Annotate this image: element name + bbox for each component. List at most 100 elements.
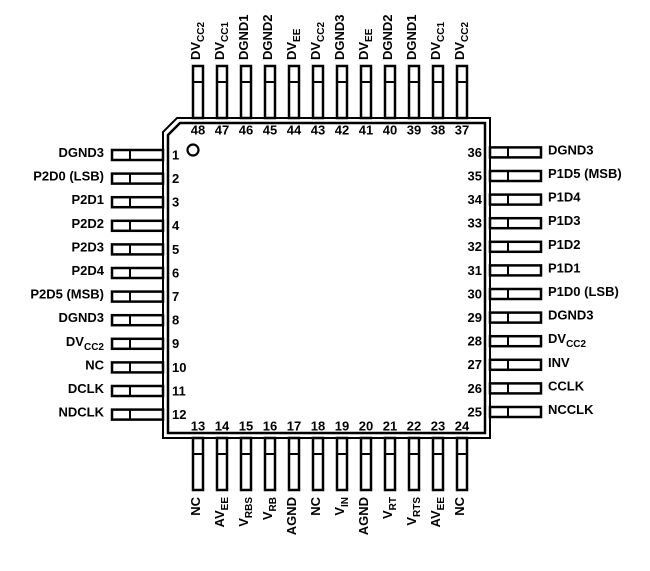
pin-43-number: 43 bbox=[311, 122, 325, 137]
pin-31-lead bbox=[488, 264, 543, 277]
pin-16-lead bbox=[263, 436, 277, 492]
pin-22-number: 22 bbox=[407, 418, 421, 433]
pin-21-name: VRT bbox=[380, 497, 398, 519]
pin-4-lead bbox=[110, 219, 165, 233]
pin-6-lead bbox=[110, 266, 165, 280]
pin1-marker-dot bbox=[186, 143, 200, 157]
pin-13-name: NC bbox=[188, 496, 203, 515]
pin-45-lead bbox=[263, 64, 277, 120]
pin-9-name: DVCC2 bbox=[66, 334, 105, 352]
pin-10-name: NC bbox=[85, 358, 104, 373]
pin-9-number: 9 bbox=[172, 336, 179, 351]
pin-3-number: 3 bbox=[172, 195, 179, 210]
pin-27-lead bbox=[488, 358, 543, 372]
pin-12-lead bbox=[110, 408, 165, 421]
pin-40-lead bbox=[383, 64, 397, 120]
pin-25-lead bbox=[488, 405, 543, 419]
pin-19-number: 19 bbox=[335, 418, 349, 433]
pin-33-name: P1D3 bbox=[548, 214, 581, 229]
pin-16-name: VRB bbox=[260, 497, 278, 520]
pin-33-lead bbox=[488, 216, 543, 230]
pin-46-number: 46 bbox=[239, 122, 253, 137]
pin-35-lead bbox=[488, 169, 543, 183]
pin-21-number: 21 bbox=[383, 418, 397, 433]
pin-6-name: P2D4 bbox=[71, 263, 104, 278]
pin-36-number: 36 bbox=[468, 145, 482, 160]
pin-7-number: 7 bbox=[172, 289, 179, 304]
pin-48-name: DVCC2 bbox=[188, 21, 206, 60]
pin-19-name: VIN bbox=[332, 497, 350, 516]
pin-2-number: 2 bbox=[172, 171, 179, 186]
pin-23-number: 23 bbox=[431, 418, 445, 433]
pin-32-lead bbox=[488, 240, 543, 254]
pins-bottom: NC13AVEE14VRBS15VRB16AGND17NC18VIN19AGND… bbox=[188, 418, 470, 535]
pin-40-name: DGND2 bbox=[380, 14, 395, 60]
pin-1-number: 1 bbox=[172, 147, 179, 162]
pin-29-name: DGND3 bbox=[548, 308, 594, 323]
pin-19-lead bbox=[335, 436, 349, 492]
pin-35-name: P1D5 (MSB) bbox=[548, 166, 622, 181]
pin-11-number: 11 bbox=[172, 383, 186, 398]
pin-11-lead bbox=[110, 384, 165, 398]
pin-20-number: 20 bbox=[359, 418, 373, 433]
pin-39-name: DGND1 bbox=[404, 14, 419, 60]
pin-20-lead bbox=[359, 436, 373, 492]
pin-30-lead bbox=[488, 287, 543, 301]
pin-37-name: DVCC2 bbox=[452, 21, 470, 60]
pin-22-name: VRTS bbox=[404, 497, 422, 526]
pin-40-number: 40 bbox=[383, 122, 397, 137]
pin-1-lead bbox=[110, 148, 165, 162]
pin-34-lead bbox=[488, 193, 543, 206]
pin-7-name: P2D5 (MSB) bbox=[30, 287, 104, 302]
pin-42-lead bbox=[335, 64, 349, 120]
pin-27-number: 27 bbox=[468, 357, 482, 372]
pin-42-name: DGND3 bbox=[332, 14, 347, 60]
pin-45-number: 45 bbox=[263, 122, 277, 137]
pin-5-name: P2D3 bbox=[71, 240, 104, 255]
pin-22-lead bbox=[407, 436, 421, 492]
pin-32-name: P1D2 bbox=[548, 237, 581, 252]
pin-32-number: 32 bbox=[468, 239, 482, 254]
pin-14-number: 14 bbox=[215, 418, 230, 433]
pin-2-name: P2D0 (LSB) bbox=[33, 169, 104, 184]
pin-5-lead bbox=[110, 243, 165, 256]
pin-42-number: 42 bbox=[335, 122, 349, 137]
pin-44-name: DVEE bbox=[284, 28, 302, 60]
pin-38-name: DVCC1 bbox=[428, 21, 446, 60]
pin-17-lead bbox=[287, 436, 301, 492]
pin-31-name: P1D1 bbox=[548, 261, 581, 276]
pin-9-lead bbox=[110, 337, 165, 351]
pin-30-number: 30 bbox=[468, 286, 482, 301]
pin-1-name: DGND3 bbox=[58, 145, 104, 160]
pin-15-number: 15 bbox=[239, 418, 253, 433]
pin-36-lead bbox=[488, 146, 543, 159]
pin-23-name: AVEE bbox=[428, 497, 446, 528]
pin-26-number: 26 bbox=[468, 381, 482, 396]
pin-34-number: 34 bbox=[468, 192, 483, 207]
pin-41-lead bbox=[359, 64, 373, 120]
pin-18-name: NC bbox=[308, 496, 323, 515]
pin-43-lead bbox=[311, 64, 325, 120]
pin-21-lead bbox=[383, 436, 397, 492]
pin-44-number: 44 bbox=[287, 122, 302, 137]
pin-8-name: DGND3 bbox=[58, 311, 104, 326]
pin-7-lead bbox=[110, 290, 165, 303]
pin-2-lead bbox=[110, 172, 165, 185]
pin-18-lead bbox=[311, 436, 325, 492]
pin-10-lead bbox=[110, 361, 165, 374]
pin-46-name: DGND1 bbox=[236, 14, 251, 60]
chip-body bbox=[162, 117, 491, 439]
pin-17-name: AGND bbox=[284, 497, 299, 535]
pin-30-name: P1D0 (LSB) bbox=[548, 284, 619, 299]
pin-4-number: 4 bbox=[172, 218, 180, 233]
pin-27-name: INV bbox=[548, 355, 570, 370]
pin-18-number: 18 bbox=[311, 418, 325, 433]
pin-39-number: 39 bbox=[407, 122, 421, 137]
pin-5-number: 5 bbox=[172, 242, 179, 257]
pin-35-number: 35 bbox=[468, 168, 482, 183]
pin-24-lead bbox=[455, 436, 469, 492]
pin-45-name: DGND2 bbox=[260, 14, 275, 60]
pin-41-name: DVEE bbox=[356, 28, 374, 60]
